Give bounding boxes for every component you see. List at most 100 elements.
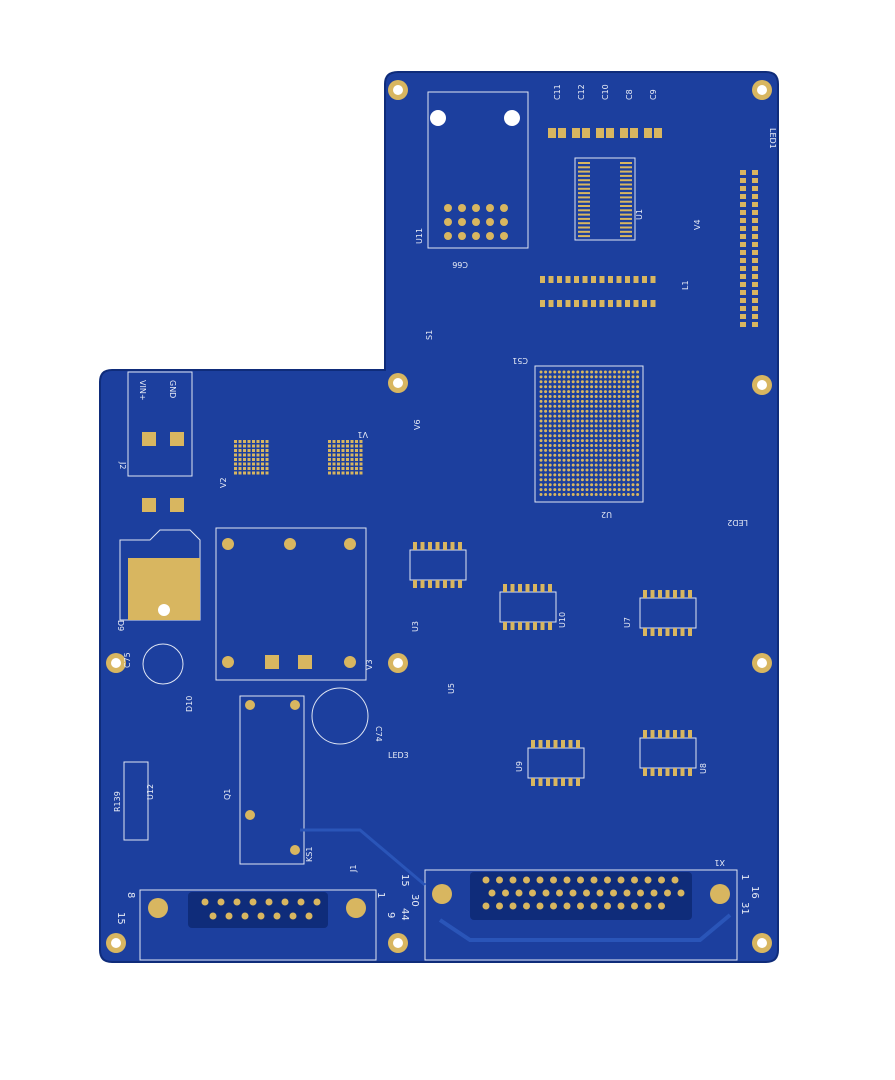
bga-pad — [580, 448, 584, 452]
mounting-hole — [757, 658, 767, 668]
bga-pad — [617, 453, 621, 457]
bga-pad — [571, 434, 575, 438]
bga-pad — [580, 488, 584, 492]
bga-pad — [585, 399, 589, 403]
pad — [261, 462, 264, 466]
bga-pad — [631, 390, 635, 394]
bga-pad — [567, 370, 571, 374]
bga-pad — [590, 375, 594, 379]
pad — [359, 471, 363, 475]
bga-pad — [590, 468, 594, 472]
pad — [247, 458, 251, 461]
pad — [337, 467, 340, 470]
pad — [284, 538, 296, 550]
pad — [328, 471, 331, 475]
bga-pad — [617, 395, 621, 398]
pad — [350, 471, 354, 475]
bga-pad — [599, 380, 603, 384]
pad — [625, 300, 630, 307]
bga-pad — [613, 434, 617, 438]
pad — [252, 458, 255, 461]
j1-pin-1: 1 — [375, 892, 386, 898]
label-u10: U10 — [558, 612, 567, 628]
bga-pad — [613, 395, 617, 398]
bga-pad — [548, 483, 552, 487]
bga-pad — [631, 419, 635, 423]
pad — [578, 200, 590, 203]
pad — [620, 192, 632, 195]
pad — [458, 580, 462, 588]
bga-pad — [622, 483, 626, 487]
pad — [578, 205, 590, 207]
bga-pad — [594, 468, 598, 472]
bga-pad — [603, 419, 607, 423]
bga-pad — [553, 448, 557, 452]
pad — [486, 232, 494, 240]
pad — [557, 276, 562, 283]
pad — [252, 440, 255, 443]
pad — [740, 178, 746, 183]
pad — [298, 655, 312, 669]
bga-pad — [539, 404, 543, 408]
pad — [238, 471, 242, 475]
pad — [540, 584, 545, 592]
pad — [261, 467, 264, 470]
label-v6: V6 — [413, 419, 422, 430]
pad — [740, 322, 746, 327]
bga-pad — [567, 444, 571, 447]
pad — [616, 300, 622, 307]
pad — [344, 656, 356, 668]
bga-pad — [626, 453, 630, 457]
bga-pad — [603, 444, 607, 447]
pad — [458, 204, 466, 212]
bga-pad — [548, 385, 552, 389]
label-u7: U7 — [623, 617, 632, 628]
pad — [265, 453, 269, 457]
pad — [328, 462, 331, 466]
bga-pad — [590, 448, 594, 452]
pad — [256, 453, 260, 457]
pad — [247, 449, 251, 452]
pin — [650, 889, 658, 897]
bga-pad — [626, 493, 630, 496]
pin — [590, 876, 598, 884]
pad — [265, 462, 269, 466]
pad — [243, 440, 246, 443]
bga-pad — [548, 409, 552, 413]
bga-pad — [608, 493, 612, 496]
bga-pad — [622, 463, 626, 467]
pad — [341, 449, 345, 452]
pad — [650, 628, 655, 636]
bga-pad — [636, 409, 640, 413]
pin — [590, 902, 598, 910]
pad — [752, 194, 758, 199]
pad — [673, 628, 677, 636]
pad — [252, 453, 255, 457]
pad — [355, 467, 358, 470]
pin — [583, 889, 590, 897]
bga-pad — [626, 375, 630, 379]
bga-pad — [599, 390, 603, 394]
pin — [644, 876, 652, 884]
pad — [265, 449, 269, 452]
bga-pad — [594, 483, 598, 487]
mounting-hole — [111, 658, 121, 668]
pad — [752, 282, 758, 287]
bga-pad — [567, 414, 571, 418]
pad — [578, 174, 590, 177]
bga-pad — [631, 468, 635, 472]
mounting-hole — [393, 85, 403, 95]
pad — [578, 170, 590, 173]
bga-pad — [594, 478, 598, 482]
pad — [752, 218, 758, 223]
u11-hole — [504, 110, 520, 126]
pad — [578, 213, 590, 216]
pad — [252, 471, 255, 475]
pad — [578, 166, 590, 169]
bga-pad — [590, 399, 594, 403]
r139-outline — [123, 761, 149, 841]
bga-pad — [567, 429, 571, 433]
pad — [740, 234, 746, 239]
bga-pad — [608, 478, 612, 482]
bga-pad — [548, 448, 552, 452]
